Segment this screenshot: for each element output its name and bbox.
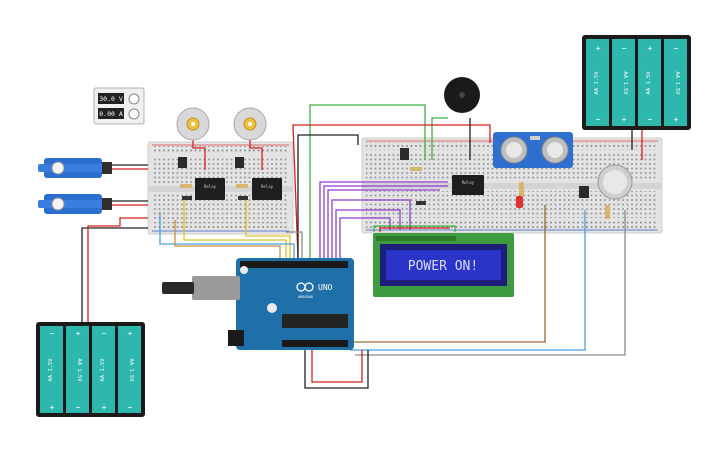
servo-1[interactable] [38,158,112,178]
svg-text:+: + [76,329,81,338]
svg-text:−: − [50,329,55,338]
svg-text:+: + [648,44,653,53]
ultrasonic-sensor[interactable] [493,132,573,168]
arduino-uno[interactable]: UNO ARDUINO [162,258,354,350]
transistor-3[interactable] [400,148,409,160]
svg-text:−: − [102,329,107,338]
lcd-text: POWER ON! [408,259,478,274]
svg-text:−: − [76,403,81,412]
svg-text:AA 1.5V: AA 1.5V [128,358,134,382]
resistor-1[interactable] [180,184,192,188]
battery-cell: AA 1.5V − + [40,326,63,413]
svg-text:AA 1.5V: AA 1.5V [674,71,680,95]
svg-text:AA 1.5V: AA 1.5V [76,358,82,382]
gas-sensor-chip[interactable] [579,186,589,198]
svg-text:+: + [674,115,679,124]
battery-cell: AA 1.5V + − [638,39,661,126]
transistor-2[interactable] [235,157,244,168]
transistor-1[interactable] [178,157,187,168]
diode-2[interactable] [238,196,248,200]
svg-text:+: + [50,403,55,412]
relay-3-label: Relay [462,180,475,185]
svg-text:+: + [596,44,601,53]
dc-motor-2[interactable] [233,107,267,141]
usb-port [192,276,240,300]
svg-text:AA 1.5V: AA 1.5V [100,358,106,382]
lcd-display[interactable]: POWER ON! [373,233,514,297]
relay-2[interactable]: Relay [252,178,282,200]
battery-cell: AA 1.5V + − [586,39,609,126]
piezo-buzzer[interactable] [444,77,480,113]
arduino-brand-text: ARDUINO [298,295,313,299]
svg-text:AA 1.5V: AA 1.5V [48,358,54,382]
battery-cell: AA 1.5V − + [92,326,115,413]
relay-2-label: Relay [261,184,274,189]
gas-sensor[interactable] [597,164,633,200]
svg-text:−: − [648,115,653,124]
dc-motor-1[interactable] [176,107,210,141]
servo-2[interactable] [38,194,112,214]
battery-pack-left[interactable]: AA 1.5V − + AA 1.5V + − AA 1.5V − + AA 1… [36,322,145,417]
svg-text:−: − [128,403,133,412]
svg-text:−: − [622,44,627,53]
power-supply-voltage: 30.0 V [99,95,123,103]
resistor-3[interactable] [410,167,422,171]
svg-text:AA 1.5V: AA 1.5V [594,71,600,95]
power-supply-current: 0.00 A [99,110,123,118]
diode-1[interactable] [182,196,192,200]
battery-cell: AA 1.5V + − [66,326,89,413]
svg-text:+: + [102,403,107,412]
svg-text:−: − [674,44,679,53]
svg-text:−: − [596,115,601,124]
battery-pack-right[interactable]: AA 1.5V + − AA 1.5V − + AA 1.5V + − AA 1… [582,35,691,130]
battery-cell: AA 1.5V − + [612,39,635,126]
battery-cell: AA 1.5V + − [118,326,141,413]
battery-cell: AA 1.5V − + [664,39,687,126]
resistor-5[interactable] [605,205,610,219]
arduino-logo-text: UNO [318,283,333,292]
led-red[interactable] [516,196,523,208]
svg-text:AA 1.5V: AA 1.5V [622,71,628,95]
power-supply[interactable]: 30.0 V 0.00 A [93,87,145,125]
svg-text:AA 1.5V: AA 1.5V [646,71,652,95]
svg-text:+: + [622,115,627,124]
resistor-4[interactable] [519,182,524,196]
relay-1[interactable]: Relay [195,178,225,200]
resistor-2[interactable] [236,184,248,188]
power-jack [228,330,244,346]
voltage-knob-icon[interactable] [128,93,140,105]
relay-1-label: Relay [204,184,217,189]
wires [81,104,643,389]
relay-3[interactable]: Relay [452,175,484,195]
svg-text:+: + [128,329,133,338]
diode-3[interactable] [416,201,426,205]
current-knob-icon[interactable] [128,108,140,120]
